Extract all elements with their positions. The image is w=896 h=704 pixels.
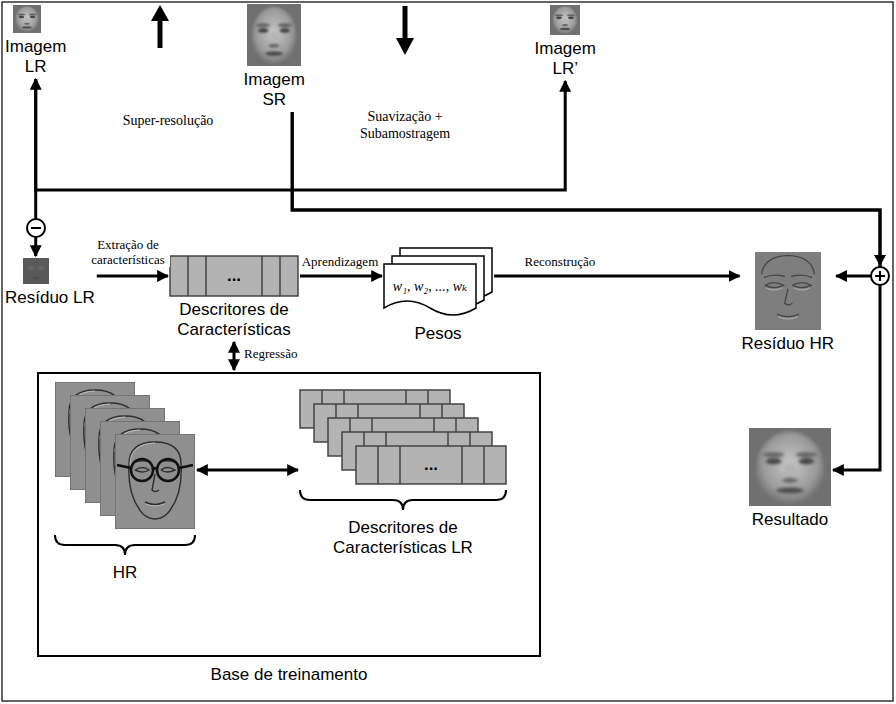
residual-node: Resíduo HR — [742, 252, 835, 354]
picture-slot — [13, 5, 41, 33]
edge-label: Extração de características — [86, 237, 170, 267]
feature-vector — [170, 256, 298, 296]
node-label: Descritores de Características LR — [300, 518, 506, 558]
block-arrow — [151, 5, 414, 55]
block-arrow — [151, 5, 169, 21]
node-label: HR — [55, 563, 195, 583]
edge-label: Aprendizagem — [300, 254, 381, 269]
residual-image — [28, 267, 44, 280]
connector — [300, 275, 382, 278]
plus-operator — [871, 267, 889, 285]
picture-slot — [23, 258, 49, 284]
feature-vector-node: ... Descritores de Características — [170, 256, 298, 340]
feature-vector — [188, 256, 280, 296]
shape-text: ... — [400, 455, 462, 475]
box-heading: Base de treinamento — [39, 665, 539, 685]
node-label: Resultado — [749, 510, 831, 530]
node-label: Resíduo LR — [5, 288, 95, 308]
feature-vector-stack — [356, 446, 506, 484]
face-image — [550, 5, 580, 35]
block-arrow — [158, 18, 163, 48]
connector — [292, 112, 880, 470]
image-stack-node: HR — [55, 382, 195, 583]
weights-node: w₁, w₂, ..., wₖ Pesos — [384, 248, 492, 344]
residual-image — [38, 267, 44, 270]
training-image-stack — [117, 459, 193, 481]
training-image-stack — [55, 382, 195, 529]
step-label: Super-resolução — [123, 112, 214, 129]
training-image-stack — [157, 459, 179, 481]
residual-image — [28, 267, 34, 270]
training-image-stack — [131, 459, 153, 481]
picture-slot — [550, 5, 580, 35]
image-node: Imagem SR — [244, 4, 305, 110]
picture-slot — [55, 382, 195, 559]
connector — [494, 275, 740, 278]
training-image-stack — [115, 434, 195, 529]
picture-slot: ... — [300, 390, 506, 514]
feature-vector-stack — [300, 390, 506, 484]
minus-operator — [27, 219, 45, 237]
face-image — [749, 428, 831, 506]
shape-text: w₁, w₂, ..., wₖ — [384, 278, 476, 296]
residual-image — [23, 258, 49, 284]
block-arrow — [396, 38, 414, 55]
node-label: Resíduo HR — [742, 334, 835, 354]
node-label: Descritores de Características — [170, 300, 298, 340]
residual-image — [32, 277, 40, 280]
edge-label: Regressão — [242, 346, 299, 361]
picture-slot: w₁, w₂, ..., wₖ — [384, 248, 492, 320]
training-base-box: Base de treinamentoHR...Descritores de C… — [37, 372, 541, 657]
image-node: Imagem LR — [5, 5, 66, 77]
minus-operator — [31, 227, 41, 229]
node-label: Imagem LR — [5, 37, 66, 77]
feature-stack-node: ... Descritores de Características LR — [300, 390, 506, 558]
shape-text: ... — [206, 266, 262, 286]
minus-operator — [27, 219, 45, 237]
connector — [36, 79, 566, 190]
weights-document — [384, 248, 492, 315]
feature-vector — [170, 256, 298, 296]
picture-slot — [755, 252, 821, 330]
residual-node: Resíduo LR — [5, 258, 95, 308]
curly-brace — [55, 535, 195, 555]
image-node: Imagem LR’ — [535, 5, 596, 79]
residual-image — [755, 252, 821, 330]
curly-brace — [300, 490, 506, 510]
connector — [233, 342, 236, 370]
block-arrow — [403, 6, 408, 40]
picture-slot — [749, 428, 831, 506]
face-image — [13, 5, 41, 33]
node-label: Imagem SR — [244, 70, 305, 110]
image-node: Resultado — [749, 428, 831, 530]
weights-document — [384, 264, 476, 315]
plus-operator — [871, 255, 889, 285]
plus-operator — [879, 271, 881, 281]
node-label: Imagem LR’ — [535, 39, 596, 79]
edge-label: Reconstrução — [523, 254, 598, 269]
training-image-stack — [117, 465, 193, 470]
face-image — [247, 4, 301, 66]
plus-operator — [874, 255, 886, 266]
picture-slot — [247, 4, 301, 66]
connector — [97, 275, 168, 278]
picture-slot: ... — [170, 256, 298, 296]
connector — [197, 469, 298, 472]
node-label: Pesos — [384, 324, 492, 344]
step-label: Suavização + Subamostragem — [360, 108, 450, 142]
